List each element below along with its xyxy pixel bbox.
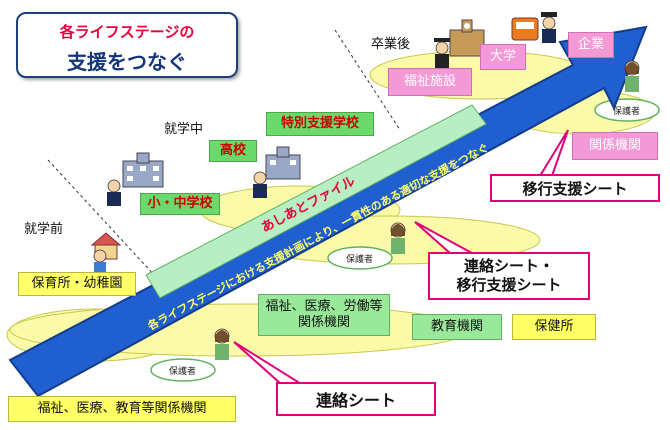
nursery-box: 保育所・幼稚園	[18, 272, 136, 296]
guardian-oval-3	[594, 98, 660, 122]
stage-label-graduated: 卒業後	[371, 37, 411, 52]
special-support-school-box: 特別支援学校	[266, 112, 374, 136]
company-box: 企業	[568, 32, 614, 58]
university-building-icon	[449, 19, 485, 57]
related-orgs-box: 関係機関	[572, 132, 658, 160]
high-school-building-icon	[265, 146, 301, 180]
high-school-box: 高校	[209, 140, 257, 162]
guardian-label-2: 保護者	[346, 255, 374, 265]
stage-divider-2	[334, 29, 401, 131]
person-icon-graduate	[434, 38, 450, 68]
preschool-welfare-orgs-box: 福祉、医療、教育等関係機関	[8, 396, 236, 422]
file-band	[145, 104, 487, 299]
contact-sheet-callout: 連絡シート	[276, 382, 436, 416]
guardian-oval-1	[150, 358, 216, 382]
university-box: 大学	[480, 44, 526, 70]
title-line-1: 各ライフステージの	[59, 23, 195, 41]
guardian-person-icon-3	[624, 60, 640, 92]
person-icon-student-1	[107, 179, 121, 206]
callout-pointer-transition-2	[538, 129, 569, 177]
stage-label-in-school: 就学中	[164, 122, 204, 137]
guardian-person-icon-2	[390, 222, 406, 254]
person-icon-worker	[541, 12, 557, 43]
bus-icon	[511, 17, 539, 41]
school-welfare-orgs-box: 福祉、医療、労働等 関係機関	[258, 294, 390, 336]
guardian-label-3: 保護者	[613, 107, 641, 117]
guardian-oval-2	[327, 246, 393, 270]
welfare-facility-box: 福祉施設	[388, 68, 472, 96]
transition-sheet-callout: 移行支援シート	[490, 174, 660, 202]
guardian-person-icon-1	[214, 328, 230, 360]
guardian-label-1: 保護者	[169, 367, 197, 377]
person-icon-child	[93, 249, 107, 274]
person-icon-student-2	[253, 171, 267, 198]
health-center-box: 保健所	[512, 314, 596, 340]
contact-transition-sheet-callout: 連絡シート・ 移行支援シート	[428, 252, 590, 300]
school-building-icon	[122, 152, 164, 188]
title-box: 各ライフステージの 支援をつなぐ	[16, 12, 238, 78]
education-office-box: 教育機関	[412, 314, 502, 340]
elementary-junior-school-box: 小・中学校	[140, 193, 220, 215]
stage-label-preschool: 就学前	[24, 222, 64, 237]
title-line-2: 支援をつなぐ	[67, 50, 187, 74]
